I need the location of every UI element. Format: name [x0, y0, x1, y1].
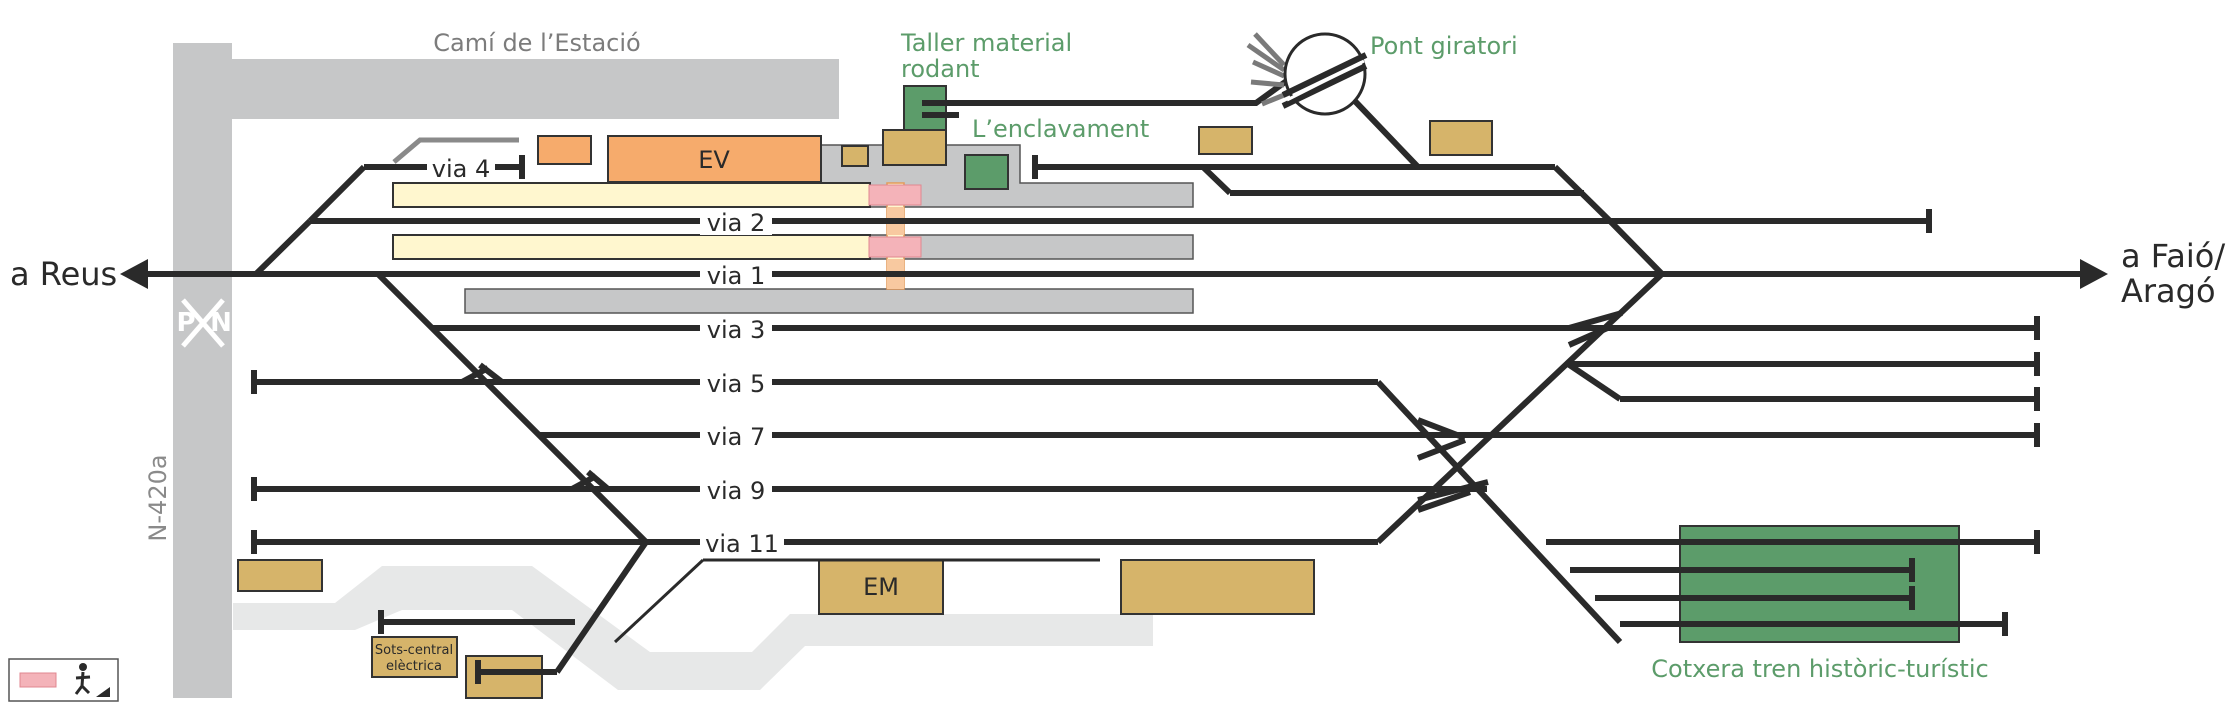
track-label-via9: via 9	[707, 477, 765, 505]
building-tan-4	[1429, 120, 1493, 156]
building-ev	[607, 135, 822, 183]
building-tan-west	[237, 559, 323, 592]
cami-estacio-label: Camí de l’Estació	[433, 29, 640, 57]
building-sots-central	[371, 636, 458, 678]
light-path	[233, 566, 1153, 690]
taller-label-line1: Taller material	[900, 29, 1072, 57]
legend	[8, 658, 119, 702]
direction-faio-line1: a Faió/	[2121, 237, 2225, 275]
platform-via1-grey	[464, 288, 1194, 314]
building-em-label: EM	[863, 573, 899, 601]
road-n420a	[173, 43, 232, 698]
turntable	[1246, 32, 1368, 116]
track-labels: via 4 via 2 via 1 via 3 via 5 via 7 via …	[427, 155, 784, 558]
level-crossing-p: P	[176, 308, 195, 338]
sots-central-label-line1: Sots-central	[375, 643, 453, 658]
track-label-via4: via 4	[432, 155, 490, 183]
building-em	[818, 559, 944, 615]
cotxera-label: Cotxera tren històric-turístic	[1651, 655, 1988, 683]
building-taller	[903, 85, 947, 131]
building-tan-large	[1120, 559, 1315, 615]
building-small-orange	[537, 135, 592, 165]
level-crossing-n: N	[210, 308, 232, 338]
track-label-via5: via 5	[707, 370, 765, 398]
sots-central-label-line2: elèctrica	[386, 659, 442, 674]
track-label-via3: via 3	[707, 316, 765, 344]
tracks	[120, 74, 2108, 684]
building-tan-2	[882, 129, 947, 166]
platform-via2	[392, 234, 871, 260]
direction-reus-label: a Reus	[10, 255, 117, 293]
arrow-east	[2080, 259, 2108, 289]
track-label-via7: via 7	[707, 423, 765, 451]
direction-faio-line2: Aragó	[2121, 272, 2216, 310]
pedestrian-crossing-icon	[19, 672, 57, 688]
pedestrian-crossing	[868, 182, 922, 290]
track-via4-siding-grey	[392, 137, 519, 164]
roads	[173, 43, 1153, 698]
platform-via4	[392, 182, 871, 208]
pedestrian-icon	[74, 663, 110, 697]
arrow-west	[120, 259, 148, 289]
road-label-n420a: N-420a	[144, 454, 172, 541]
track-label-via11: via 11	[705, 530, 779, 558]
level-crossing: P N	[176, 298, 232, 348]
enclavament-label: L’enclavament	[972, 115, 1149, 143]
road-cami-estacio	[232, 59, 839, 119]
taller-label-line2: rodant	[901, 55, 980, 83]
track-label-via1: via 1	[707, 262, 765, 290]
pont-giratori-label: Pont giratori	[1370, 32, 1518, 60]
building-tan-small-1	[841, 145, 869, 167]
building-tan-3	[1198, 126, 1253, 155]
building-ev-label: EV	[698, 146, 730, 174]
track-label-via2: via 2	[707, 209, 765, 237]
building-enclavament	[964, 154, 1009, 190]
